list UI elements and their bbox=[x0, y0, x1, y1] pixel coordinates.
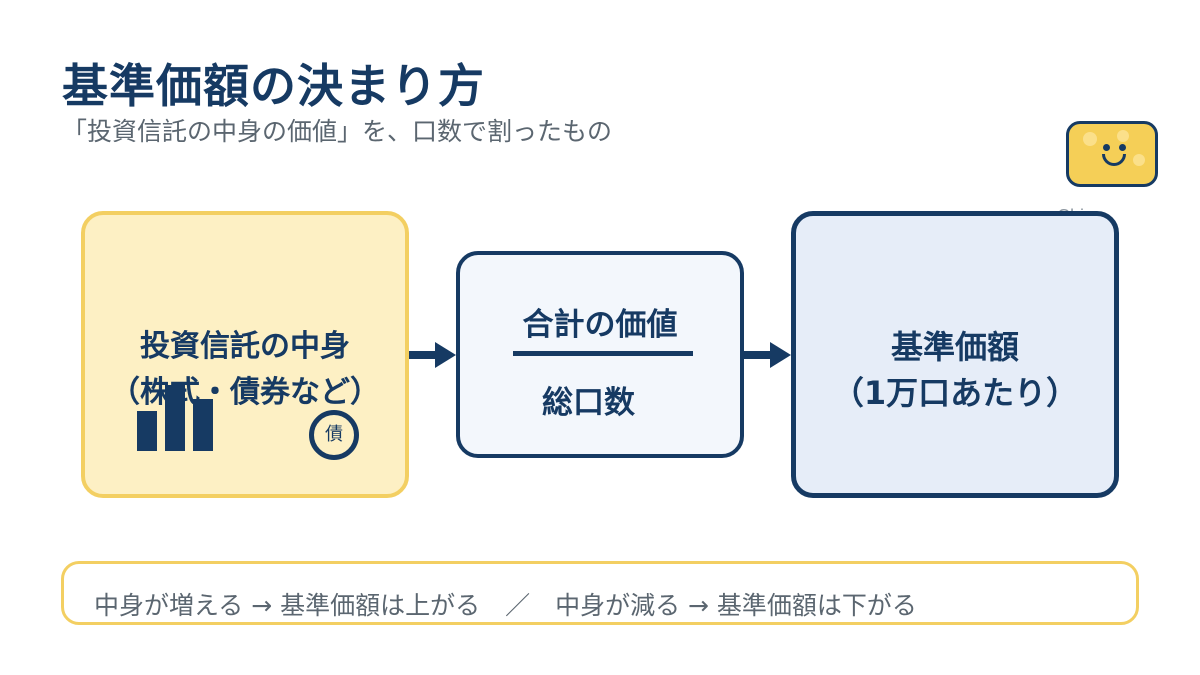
cheese-hole bbox=[1083, 132, 1097, 146]
bar bbox=[137, 411, 157, 451]
nav-result-box: 基準価額 （1万口あたり） bbox=[791, 211, 1119, 498]
fund-contents-label: 投資信託の中身 bbox=[140, 329, 350, 364]
fraction-denominator: 総口数 bbox=[542, 385, 635, 421]
bond-coin-icon: 債 bbox=[309, 410, 359, 460]
fund-contents-box: 投資信託の中身 （株式・債券など） 債 bbox=[81, 211, 409, 498]
arrow-right-icon bbox=[409, 342, 456, 368]
arrow-right-icon bbox=[744, 342, 791, 368]
bar bbox=[165, 385, 185, 451]
page-title: 基準価額の決まり方 bbox=[62, 59, 485, 113]
fraction-numerator: 合計の価値 bbox=[522, 307, 678, 343]
mascot-mouth bbox=[1102, 154, 1126, 166]
summary-note: 中身が増える → 基準価額は上がる ／ 中身が減る → 基準価額は下がる bbox=[61, 561, 1139, 625]
cheese-hole bbox=[1117, 130, 1129, 142]
mascot-eye bbox=[1119, 144, 1126, 151]
bar-chart-icon bbox=[137, 375, 217, 451]
mascot-cheese-icon bbox=[1066, 121, 1158, 187]
cheese-hole bbox=[1133, 154, 1145, 166]
fraction-line bbox=[513, 351, 693, 356]
mascot-eye bbox=[1103, 144, 1110, 151]
nav-label: 基準価額 bbox=[890, 328, 1019, 366]
bar bbox=[193, 399, 213, 451]
calculation-box: 合計の価値 総口数 bbox=[456, 251, 744, 458]
nav-unit-label: （1万口あたり） bbox=[831, 374, 1079, 412]
fund-contents-detail: （株式・債券など） bbox=[110, 375, 380, 410]
page-subtitle: 「投資信託の中身の価値」を、口数で割ったもの bbox=[62, 117, 613, 146]
summary-note-text: 中身が増える → 基準価額は上がる ／ 中身が減る → 基準価額は下がる bbox=[94, 591, 917, 620]
